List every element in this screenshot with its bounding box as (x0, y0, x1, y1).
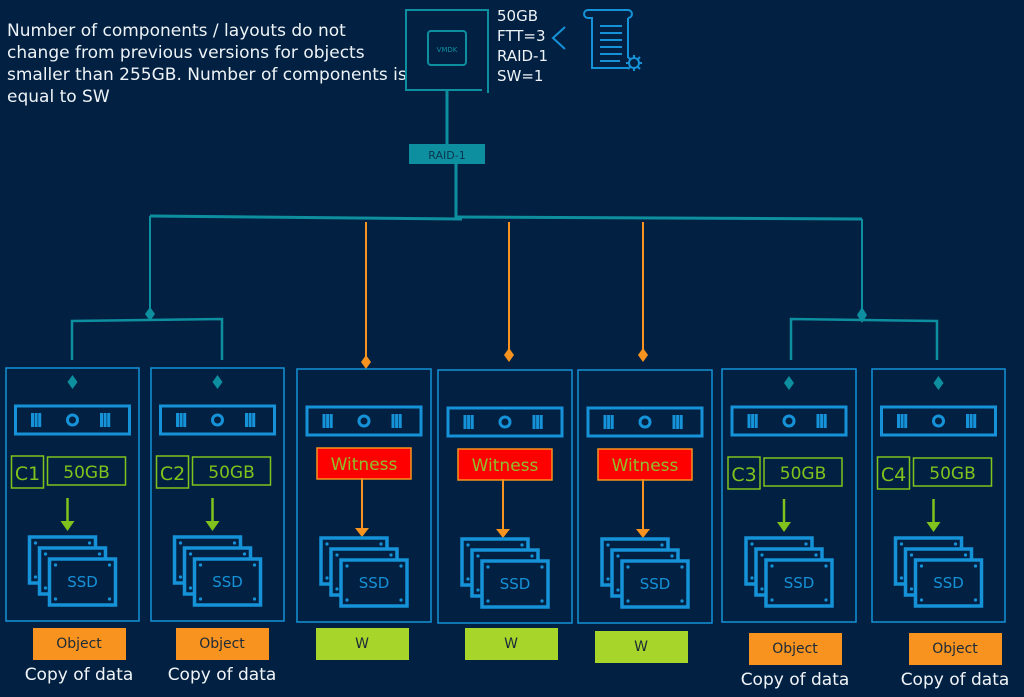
ssd-stack-icon: SSD (600, 537, 690, 609)
component-id: C4 (881, 464, 906, 486)
ssd-label: SSD (67, 573, 98, 591)
ssd-stack-icon: SSD (460, 537, 550, 609)
arrow-down-icon (60, 521, 75, 531)
host-frame (296, 368, 432, 623)
vmdk-label: VMDK (437, 46, 458, 54)
witness-box (597, 448, 693, 481)
server-icon (880, 405, 997, 437)
host-frame (871, 368, 1006, 623)
host-frame (721, 368, 857, 623)
vmdk-disk-icon (427, 30, 467, 66)
witness-tag: W (315, 628, 409, 660)
ssd-label: SSD (640, 575, 671, 593)
host-1: C1 50GB SSD (5, 367, 140, 622)
server-icon (305, 405, 423, 437)
spec-raid: RAID-1 (497, 47, 549, 65)
server-icon (586, 406, 704, 438)
storage-policy-document-gear-icon (583, 9, 642, 71)
vmdk-object: VMDK (405, 9, 489, 93)
host-frame (437, 369, 573, 624)
component-id: C2 (160, 463, 185, 485)
component-id-box (727, 456, 761, 490)
copy-of-data-caption: Copy of data (740, 670, 850, 690)
ssd-stack-icon: SSD (27, 535, 118, 607)
copy-of-data-caption: Copy of data (900, 670, 1010, 690)
witness-label: Witness (612, 456, 679, 476)
connector-diamond (933, 376, 944, 390)
ssd-label: SSD (784, 574, 815, 592)
server-icon (446, 406, 564, 438)
witness-tag: W (464, 628, 558, 660)
host-frame (5, 367, 140, 622)
object-tag: Object (908, 633, 1002, 665)
witness-box (457, 448, 553, 481)
host-7: C4 50GB SSD (871, 368, 1006, 623)
arrow-down-icon (205, 521, 220, 531)
description-note: Number of components / layouts do not ch… (7, 21, 407, 107)
component-id: C1 (15, 463, 40, 485)
arrow-down-icon (777, 522, 791, 532)
witness-box (316, 447, 412, 480)
ssd-stack-icon: SSD (744, 536, 834, 608)
component-id-box (876, 456, 911, 490)
host-6: C3 50GB SSD (721, 368, 857, 623)
spec-ftt: FTT=3 (497, 27, 546, 45)
component-id: C3 (731, 464, 756, 486)
witness-tag: W (594, 631, 688, 663)
raid-1-node (409, 144, 485, 164)
witness-label: Witness (331, 455, 398, 475)
ssd-label: SSD (933, 574, 964, 592)
server-icon (159, 404, 276, 436)
raid-1-node-label: RAID-1 (428, 149, 465, 162)
component-id-box (10, 455, 45, 489)
component-size-box (191, 456, 272, 486)
component-size: 50GB (929, 464, 975, 484)
host-2: C2 50GB SSD (150, 367, 285, 622)
component-size-box (763, 457, 843, 487)
host-frame (577, 369, 713, 624)
component-size: 50GB (63, 463, 109, 483)
witness-label: Witness (472, 456, 539, 476)
object-tag: Object (32, 628, 126, 660)
host-frame (150, 367, 285, 622)
ssd-stack-icon: SSD (319, 536, 409, 608)
component-size: 50GB (208, 463, 254, 483)
ssd-label: SSD (500, 575, 531, 593)
ssd-stack-icon: SSD (172, 535, 263, 607)
arrow-down-icon (926, 522, 941, 532)
object-tag: Object (175, 628, 269, 660)
vmdk-spec-list: 50GB FTT=3 RAID-1 SW=1 (497, 6, 548, 86)
arrow-down-icon (355, 528, 369, 537)
object-tag: Object (748, 633, 842, 665)
spec-size: 50GB (497, 7, 539, 25)
server-icon (730, 405, 848, 437)
connector-diamond (67, 375, 78, 389)
copy-of-data-caption: Copy of data (24, 665, 134, 685)
connector-diamond (212, 375, 223, 389)
component-size-box (46, 456, 127, 486)
ssd-label: SSD (359, 574, 390, 592)
server-icon (14, 404, 131, 436)
component-size-box (912, 457, 993, 487)
component-size: 50GB (780, 464, 826, 484)
arrow-down-icon (496, 529, 510, 538)
ssd-label: SSD (212, 573, 243, 591)
copy-of-data-caption: Copy of data (167, 665, 277, 685)
arrow-down-icon (636, 529, 650, 538)
connector-diamond (784, 376, 794, 390)
spec-sw: SW=1 (497, 67, 544, 85)
chevron-left-icon (551, 26, 566, 50)
component-id-box (155, 455, 190, 489)
ssd-stack-icon: SSD (893, 536, 984, 608)
